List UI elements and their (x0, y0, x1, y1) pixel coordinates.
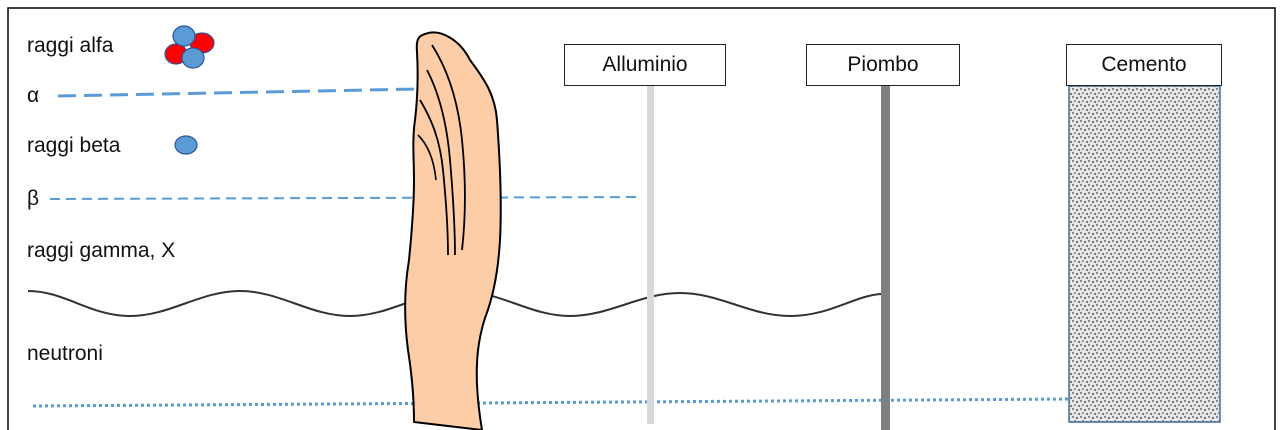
neutron-ray-line (33, 399, 1070, 406)
beta-rays-label: raggi beta (27, 134, 120, 158)
alpha-rays-label: raggi alfa (27, 34, 113, 58)
hand-icon (405, 32, 501, 430)
lead-sheet (881, 86, 890, 430)
concrete-label-box: Cemento (1066, 44, 1222, 86)
concrete-block (1069, 86, 1220, 422)
beta-symbol: β (27, 187, 39, 211)
aluminium-sheet (647, 86, 654, 424)
aluminium-label-box: Alluminio (564, 44, 726, 86)
alpha-ray-line (58, 89, 418, 96)
beta-particle-icon (175, 136, 197, 154)
alpha-symbol: α (27, 84, 39, 108)
alpha-particle-icon (165, 26, 214, 68)
gamma-rays-label: raggi gamma, X (27, 239, 175, 263)
lead-label-box: Piombo (806, 44, 960, 86)
neutrons-label: neutroni (27, 342, 103, 366)
beta-ray-line (50, 197, 640, 199)
